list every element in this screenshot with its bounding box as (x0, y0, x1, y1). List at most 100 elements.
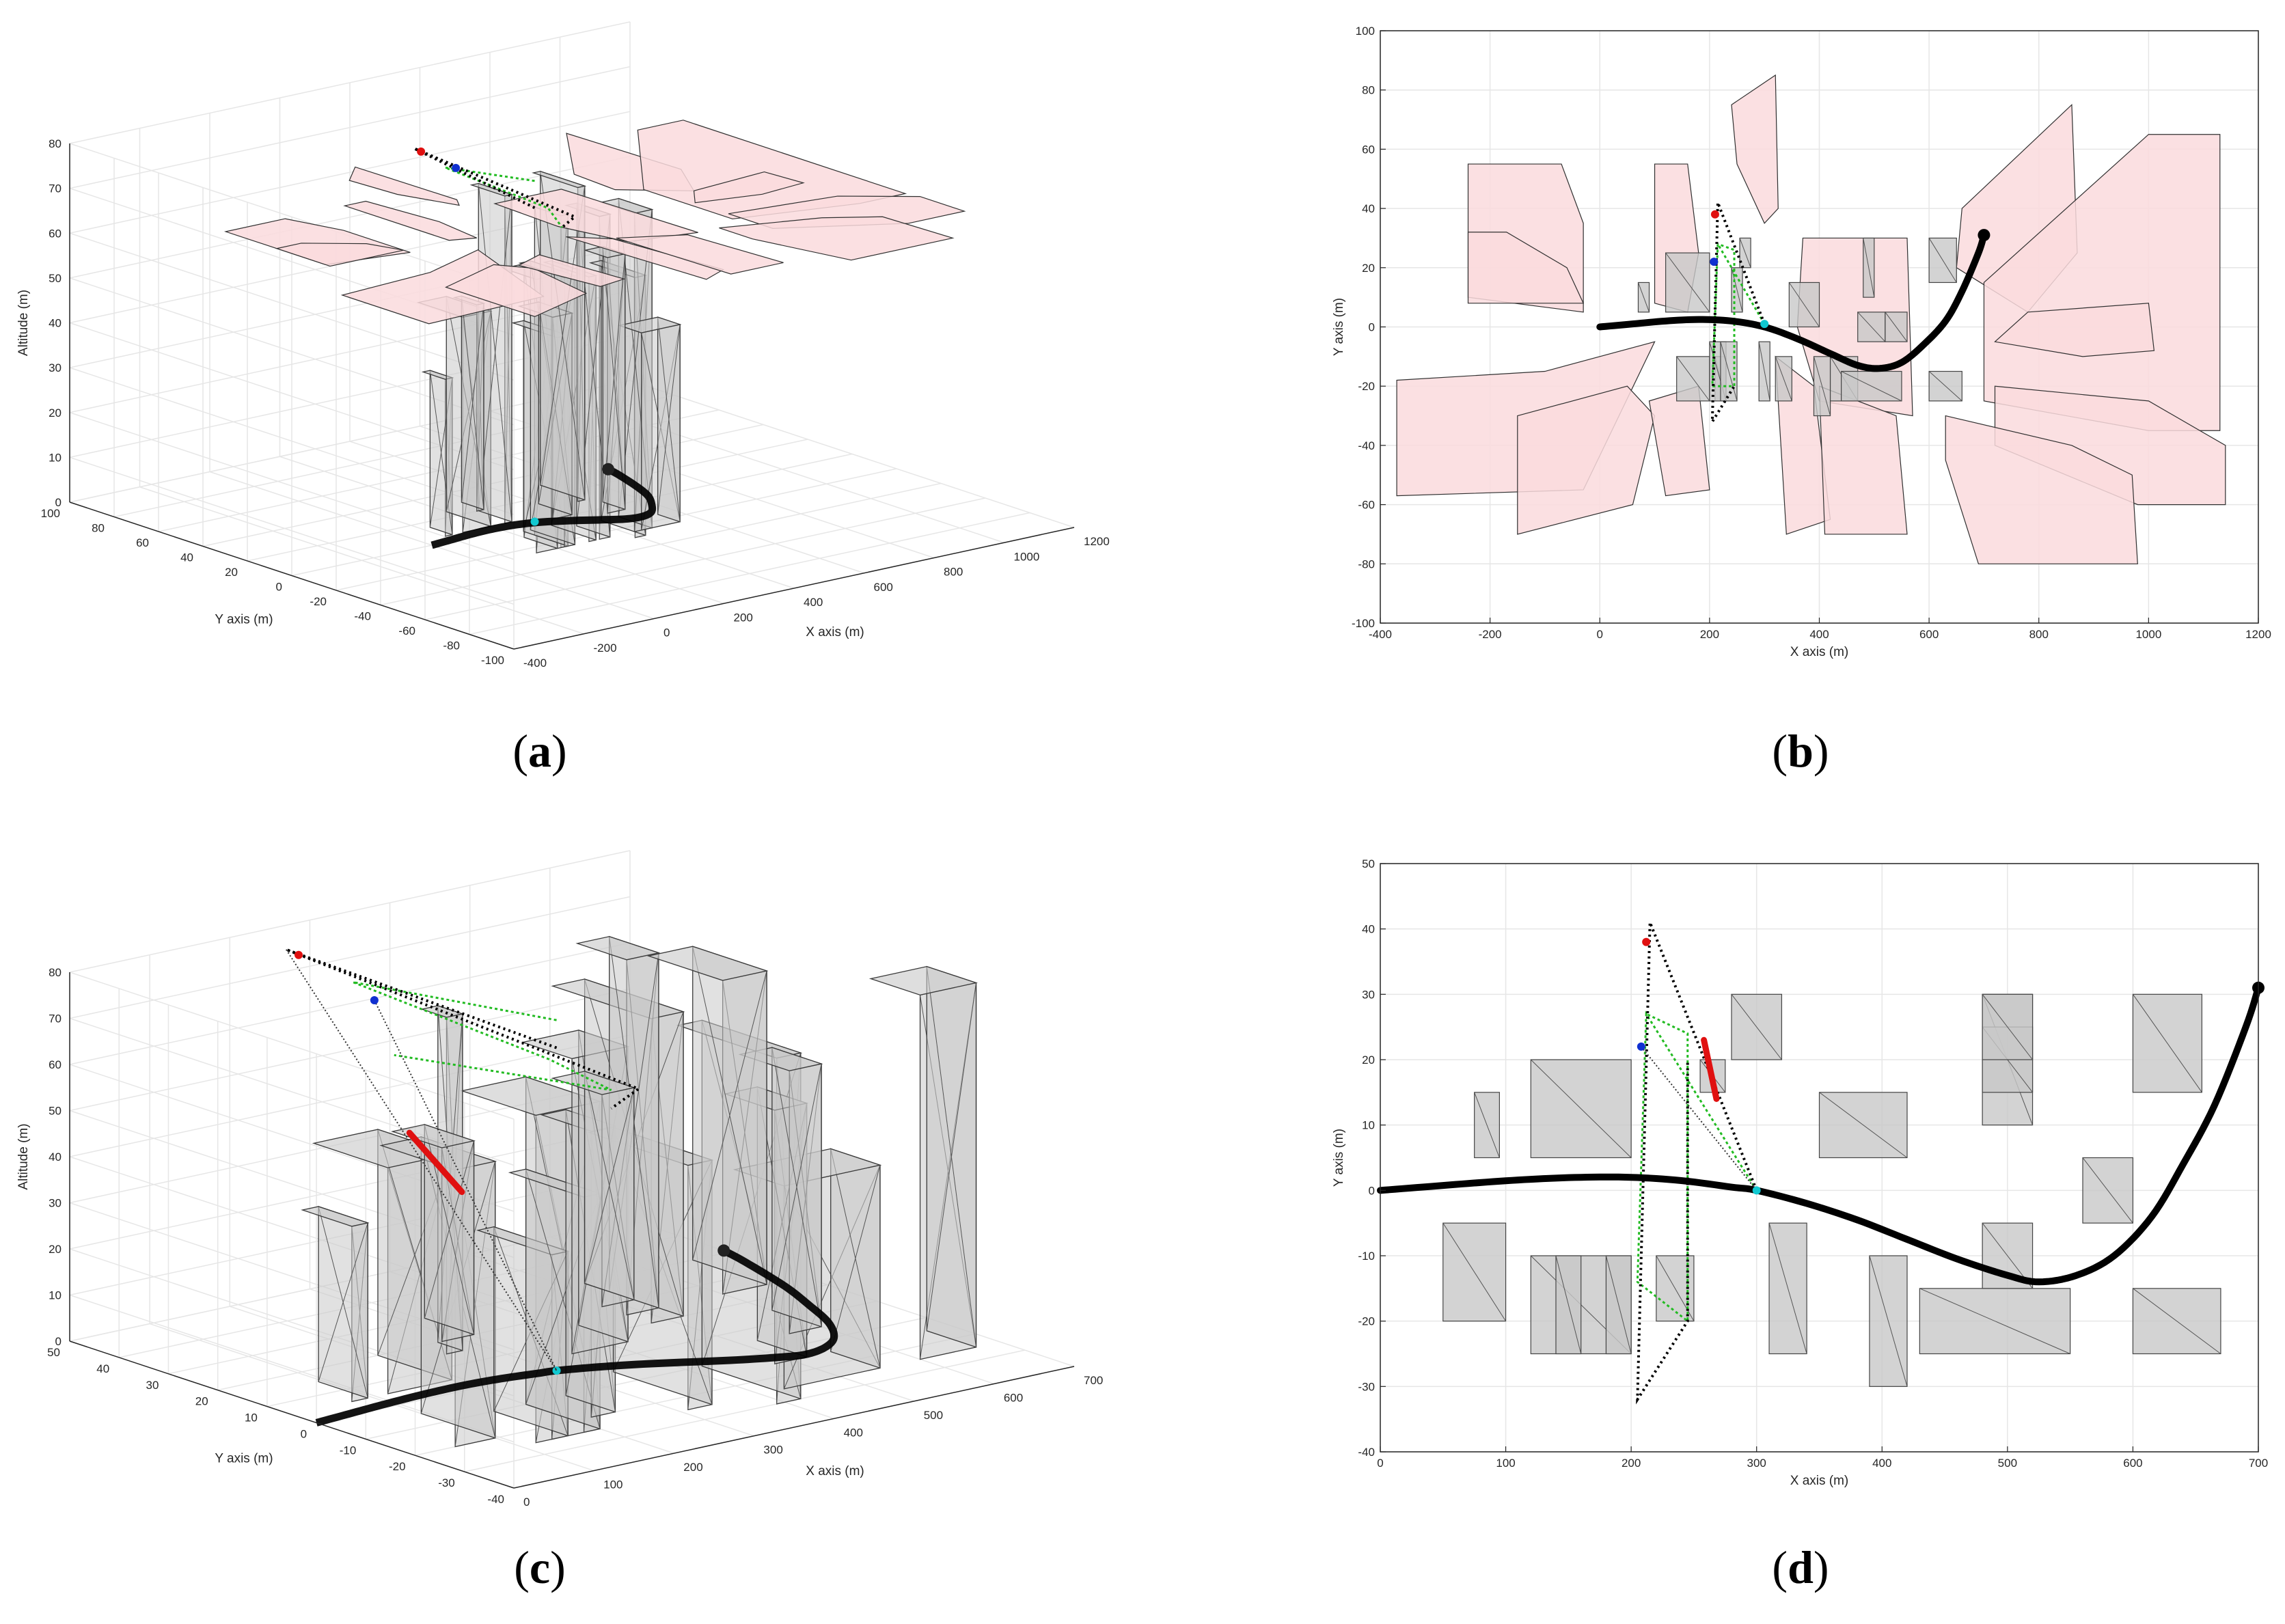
y-axis-label: Y axis (m) (215, 613, 273, 627)
y-tick-label: -30 (1358, 1380, 1375, 1393)
y-tick-label: 50 (1362, 857, 1375, 870)
candidate-path-black (413, 147, 577, 229)
z-tick-label: 30 (49, 361, 61, 374)
no-fly-zone (719, 216, 955, 261)
x-tick-label: 600 (2123, 1457, 2142, 1470)
y-tick-label: 0 (301, 1427, 307, 1440)
building-diagonal (830, 1165, 881, 1352)
red-segment (406, 1129, 465, 1196)
marker-cyan (552, 1366, 561, 1375)
no-fly-zone (1818, 385, 1908, 535)
x-tick-label: 0 (663, 627, 670, 639)
no-fly-zone (348, 166, 460, 206)
candidate-path-hatched (373, 1000, 558, 1371)
marker-cyan (530, 517, 539, 526)
x-tick-label: 0 (1377, 1457, 1383, 1470)
building-diagonal (318, 1222, 368, 1382)
z-tick-label: 50 (49, 1105, 61, 1118)
x-axis-label: X axis (m) (806, 625, 864, 639)
grid-floor-y (464, 1349, 1025, 1472)
building-top (575, 936, 661, 961)
x-tick-label: 600 (874, 581, 893, 594)
z-tick-label: 80 (49, 137, 61, 150)
no-fly-zone (1983, 134, 2221, 431)
building-diagonal (657, 324, 681, 514)
y-tick-label: 100 (41, 507, 60, 520)
z-tick-label: 20 (49, 1243, 61, 1256)
x-tick-label: -400 (1369, 628, 1392, 641)
y-axis-label: Y axis (m) (1332, 1129, 1346, 1187)
marker-end (602, 463, 614, 476)
x-tick-label: 500 (924, 1409, 943, 1422)
grid-floor-x (149, 1323, 594, 1472)
x-tick-label: 1000 (2135, 628, 2161, 641)
x-tick-label: -400 (523, 657, 547, 670)
y-tick-label: 60 (136, 536, 149, 549)
no-fly-zone (445, 264, 588, 318)
no-fly-zone (275, 243, 404, 267)
x-tick-label: 0 (523, 1496, 530, 1509)
z-tick-label: 50 (49, 272, 61, 285)
y-tick-label: 10 (1362, 1119, 1375, 1132)
candidate-path-black (286, 948, 642, 1110)
x-tick-label: 400 (1809, 628, 1829, 641)
building-diagonal (584, 1087, 635, 1284)
z-axis-label: Altitude (m) (16, 1123, 31, 1189)
y-tick-label: -80 (1358, 558, 1375, 570)
building-edge (1813, 356, 1831, 416)
building-edge (1857, 312, 1886, 342)
building-edge (1869, 1255, 1908, 1387)
building-top (301, 1206, 370, 1227)
grid-wall-z (69, 412, 515, 560)
y-tick-label: 0 (1369, 321, 1375, 334)
x-tick-label: 600 (1004, 1391, 1023, 1404)
x-axis-label: X axis (m) (806, 1464, 864, 1478)
x-tick-label: 200 (683, 1461, 702, 1474)
y-tick-label: 40 (180, 551, 193, 564)
x-tick-label: 200 (1700, 628, 1719, 641)
y-tick-label: -100 (481, 654, 504, 667)
building-edge (1841, 371, 1902, 402)
caption-b: (b) (1772, 725, 1829, 777)
building-diagonal (461, 303, 484, 503)
red-segment (1701, 1036, 1720, 1102)
building-edge (2133, 994, 2202, 1093)
x-axis-label: X axis (m) (1790, 645, 1849, 659)
marker-red (1642, 937, 1651, 946)
building-diagonal (771, 1063, 822, 1311)
x-tick-label: 300 (763, 1444, 782, 1457)
candidate-path-black (1636, 922, 1758, 1405)
z-tick-label: 10 (49, 451, 61, 464)
building-top (617, 316, 682, 333)
z-tick-label: 70 (49, 182, 61, 195)
x-axis-line (513, 1366, 1075, 1489)
no-fly-zone (517, 254, 626, 287)
x-tick-label: 1200 (1084, 535, 1110, 548)
x-tick-label: 0 (1597, 628, 1603, 641)
y-tick-label: -60 (398, 624, 415, 637)
grid-wall-z (69, 21, 631, 144)
x-tick-label: 400 (804, 596, 823, 609)
z-tick-label: 40 (49, 1151, 61, 1164)
x-tick-label: -200 (1479, 628, 1502, 641)
z-tick-label: 80 (49, 966, 61, 979)
building-edge (1605, 1255, 1632, 1354)
y-tick-label: 100 (1356, 25, 1375, 38)
building-edge (1919, 1288, 2070, 1354)
marker-red (1710, 210, 1719, 219)
x-tick-label: 800 (944, 566, 963, 579)
grid-floor-y (336, 468, 897, 591)
building-edge (1731, 994, 1782, 1060)
y-tick-label: 0 (276, 581, 282, 594)
y-axis-line (69, 501, 515, 650)
z-tick-label: 40 (49, 317, 61, 330)
y-tick-label: 80 (92, 522, 105, 535)
candidate-path-green (1711, 240, 1766, 387)
y-tick-label: -30 (438, 1476, 455, 1489)
x-tick-label: 400 (1872, 1457, 1891, 1470)
building-edge (1775, 356, 1792, 402)
z-tick-label: 60 (49, 227, 61, 240)
